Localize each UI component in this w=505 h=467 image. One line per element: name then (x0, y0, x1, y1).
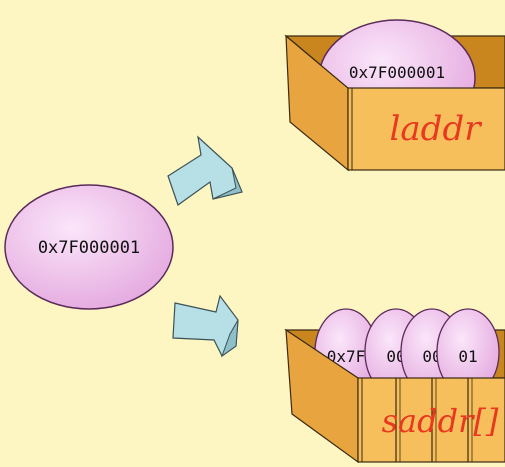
source-value-egg: 0x7F000001 (4, 184, 174, 310)
saddr-egg-0-text: 0x7F (327, 347, 366, 366)
arrow-up-right-icon (167, 135, 243, 206)
source-value-text: 0x7F000001 (38, 238, 140, 258)
laddr-box: 0x7F000001 laddr (284, 19, 505, 172)
laddr-egg-text: 0x7F000001 (349, 63, 445, 82)
source-egg-shape (4, 184, 174, 310)
laddr-box-front (347, 87, 505, 171)
laddr-label: laddr (390, 109, 483, 149)
arrow-right-icon (172, 294, 239, 358)
saddr-egg-3: 01 (436, 308, 500, 396)
saddr-label: saddr[] (382, 402, 499, 440)
saddr-egg-3-text: 01 (458, 347, 477, 366)
saddr-box: 0x7F 00 00 01 saddr[] (284, 308, 505, 464)
